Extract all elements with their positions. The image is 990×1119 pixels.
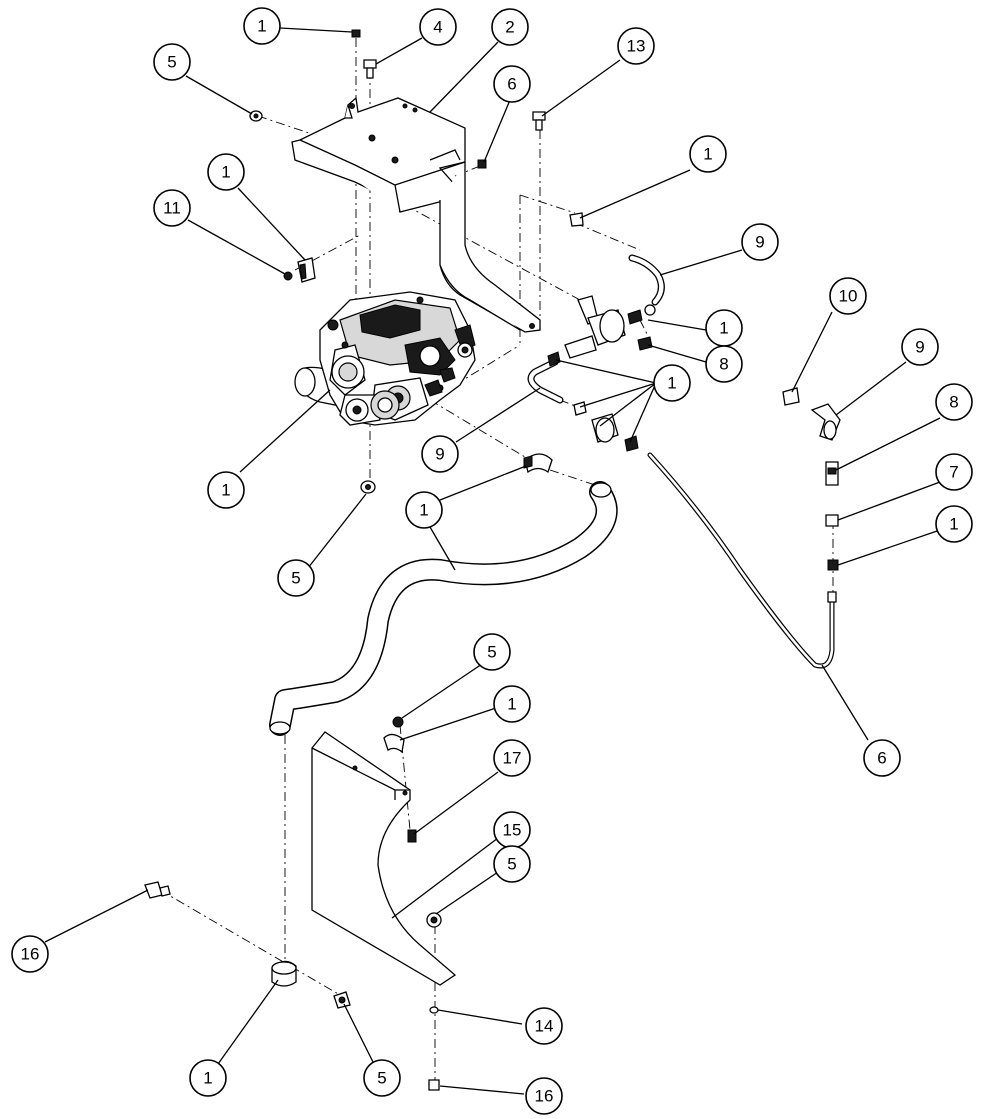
svg-text:7: 7 xyxy=(949,463,958,482)
svg-text:10: 10 xyxy=(839,287,858,306)
callout-1: 1 xyxy=(207,153,245,191)
fasteners xyxy=(249,29,584,494)
svg-text:1: 1 xyxy=(221,163,230,182)
svg-text:1: 1 xyxy=(703,145,712,164)
svg-text:5: 5 xyxy=(167,53,176,72)
svg-text:1: 1 xyxy=(221,481,230,500)
coolant-hose xyxy=(269,453,618,736)
svg-text:9: 9 xyxy=(915,338,924,357)
callout-9: 9 xyxy=(901,328,939,366)
callout-1: 1 xyxy=(935,505,973,543)
svg-text:6: 6 xyxy=(877,749,886,768)
callout-16: 16 xyxy=(11,935,49,973)
svg-text:5: 5 xyxy=(487,643,496,662)
svg-text:1: 1 xyxy=(507,695,516,714)
svg-text:4: 4 xyxy=(433,18,442,37)
svg-text:1: 1 xyxy=(257,17,266,36)
callout-5: 5 xyxy=(493,845,531,883)
throttle-body-assembly xyxy=(294,291,476,426)
svg-text:16: 16 xyxy=(535,1087,554,1106)
callout-2: 2 xyxy=(491,8,529,46)
callout-1: 1 xyxy=(653,364,691,402)
svg-text:17: 17 xyxy=(503,749,522,768)
callout-9: 9 xyxy=(421,435,459,473)
callout-1: 1 xyxy=(689,135,727,173)
callout-5: 5 xyxy=(473,633,511,671)
callout-5: 5 xyxy=(153,43,191,81)
fuel-lines xyxy=(527,254,841,669)
callout-9: 9 xyxy=(741,223,779,261)
callout-14: 14 xyxy=(525,1007,563,1045)
callout-8: 8 xyxy=(935,383,973,421)
callout-1: 1 xyxy=(405,491,443,529)
callout-4: 4 xyxy=(419,8,457,46)
svg-text:8: 8 xyxy=(949,393,958,412)
svg-text:1: 1 xyxy=(419,501,428,520)
lower-shield xyxy=(311,716,457,1091)
callout-7: 7 xyxy=(935,453,973,491)
leader-lines xyxy=(44,27,941,1095)
svg-text:9: 9 xyxy=(435,445,444,464)
svg-text:2: 2 xyxy=(505,18,514,37)
svg-text:5: 5 xyxy=(507,855,516,874)
callout-1: 1 xyxy=(207,471,245,509)
callout-1: 1 xyxy=(705,309,743,347)
callout-1: 1 xyxy=(189,1059,227,1097)
callout-1: 1 xyxy=(493,685,531,723)
svg-text:8: 8 xyxy=(719,355,728,374)
callout-17: 17 xyxy=(493,739,531,777)
svg-text:15: 15 xyxy=(503,821,522,840)
svg-text:1: 1 xyxy=(667,374,676,393)
callout-13: 13 xyxy=(617,27,655,65)
lower-left-parts xyxy=(144,881,351,1009)
callout-5: 5 xyxy=(277,559,315,597)
callout-6: 6 xyxy=(863,739,901,777)
svg-text:14: 14 xyxy=(535,1017,554,1036)
svg-text:11: 11 xyxy=(163,199,181,218)
svg-text:9: 9 xyxy=(755,233,764,252)
callout-11: 11 xyxy=(153,189,191,227)
svg-text:1: 1 xyxy=(719,319,728,338)
callout-1: 1 xyxy=(243,7,281,45)
callout-10: 10 xyxy=(829,277,867,315)
svg-text:16: 16 xyxy=(21,945,40,964)
callout-8: 8 xyxy=(705,345,743,383)
svg-text:5: 5 xyxy=(291,569,300,588)
callout-5: 5 xyxy=(363,1059,401,1097)
svg-text:13: 13 xyxy=(627,37,646,56)
svg-text:6: 6 xyxy=(507,75,516,94)
svg-text:1: 1 xyxy=(949,515,958,534)
svg-text:1: 1 xyxy=(203,1069,212,1088)
callout-6: 6 xyxy=(493,65,531,103)
callout-15: 15 xyxy=(493,811,531,849)
upper-bracket xyxy=(291,96,541,333)
callout-balloons: 1 4 2 5 6 13 1 11 1 9 10 1 8 9 1 8 1 9 7… xyxy=(11,7,973,1115)
svg-text:5: 5 xyxy=(377,1069,386,1088)
callout-16: 16 xyxy=(525,1077,563,1115)
